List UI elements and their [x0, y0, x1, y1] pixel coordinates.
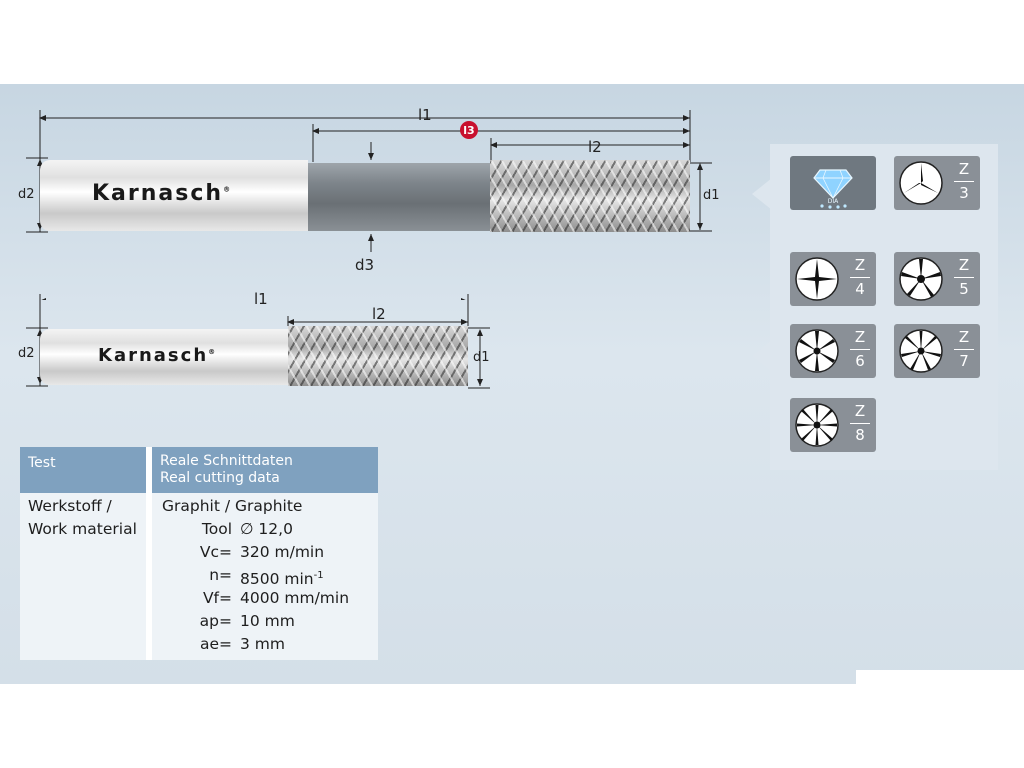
- param-value-tool: ∅ 12,0: [240, 520, 293, 538]
- z-divider: [954, 277, 974, 278]
- flute-tile-z5: Z 5: [894, 252, 980, 306]
- material-value: Graphit / Graphite: [162, 497, 303, 515]
- table-header-cutting-data: Reale Schnittdaten Real cutting data: [152, 447, 378, 493]
- z-label: Z: [854, 328, 866, 346]
- header-english-text: Real cutting data: [160, 470, 280, 486]
- tool2-shank: [40, 329, 290, 385]
- flute-tile-z4: Z 4: [790, 252, 876, 306]
- header-test-text: Test: [28, 455, 56, 471]
- tool1-l2-label: l2: [588, 138, 602, 156]
- icons-pointer-top: [752, 178, 772, 210]
- tool1-brand-mark: ®: [223, 185, 231, 194]
- table-header-test: Test: [20, 447, 146, 493]
- tool2-brand-logo: Karnasch®: [98, 345, 215, 366]
- flute-tile-z3: Z 3: [894, 156, 980, 210]
- tool1-d3-label: d3: [355, 256, 375, 274]
- flute-tile-z7: Z 7: [894, 324, 980, 378]
- tool1-l3-badge: l3: [460, 121, 478, 139]
- param-value-n-exponent: -1: [313, 570, 324, 581]
- tool2-cutter: [288, 326, 468, 386]
- param-value-n: 8500 min-1: [240, 564, 324, 591]
- param-label-vc: Vc=: [199, 543, 232, 561]
- z-count: 3: [959, 184, 969, 202]
- z-count: 7: [959, 352, 969, 370]
- tool1-dimension-lines: [26, 110, 712, 300]
- tool1-brand-text: Karnasch: [92, 181, 224, 206]
- material-label: Werkstoff / Work material: [28, 495, 137, 541]
- tool2-d2-label: d2: [18, 346, 35, 361]
- four-flute-icon: [795, 257, 839, 301]
- dia-text: DIA: [828, 198, 839, 205]
- z-count: 4: [855, 280, 865, 298]
- diamond-coating-tile: DIA: [790, 156, 876, 210]
- corner-notch: [856, 670, 1024, 684]
- material-label-line1: Werkstoff /: [28, 497, 112, 515]
- three-flute-icon: [899, 161, 943, 205]
- param-label-ap: ap=: [199, 612, 232, 630]
- tool1-d1-label: d1: [703, 188, 720, 203]
- tool2-l2-label: l2: [372, 305, 386, 323]
- param-value-n-text: 8500 min: [240, 570, 314, 589]
- tool1-brand-logo: Karnasch®: [92, 181, 230, 206]
- param-value-ap: 10 mm: [240, 612, 295, 630]
- cutting-data-table: Test Reale Schnittdaten Real cutting dat…: [20, 447, 378, 660]
- z-divider: [954, 349, 974, 350]
- param-label-vf: Vf=: [202, 589, 232, 607]
- param-value-vc: 320 m/min: [240, 543, 325, 561]
- z-count: 5: [959, 280, 969, 298]
- z-label: Z: [958, 328, 970, 346]
- z-label: Z: [854, 402, 866, 420]
- eight-flute-icon: [795, 403, 839, 447]
- tool1-d2-label: d2: [18, 187, 35, 202]
- material-label-line2: Work material: [28, 520, 137, 538]
- z-label: Z: [958, 256, 970, 274]
- param-value-ae: 3 mm: [240, 635, 285, 653]
- z-divider: [954, 181, 974, 182]
- tool1-neck: [308, 163, 492, 231]
- param-label-tool: Tool: [201, 520, 232, 538]
- seven-flute-icon: [899, 329, 943, 373]
- icons-pointer-bottom: [752, 340, 772, 372]
- tool1-cutter: [490, 160, 690, 232]
- param-label-ae: ae=: [199, 635, 232, 653]
- z-label: Z: [958, 160, 970, 178]
- z-divider: [850, 349, 870, 350]
- diamond-icon: DIA: [813, 169, 853, 209]
- six-flute-icon: [795, 329, 839, 373]
- column-separator: [146, 447, 152, 660]
- z-count: 6: [855, 352, 865, 370]
- five-flute-icon: [899, 257, 943, 301]
- flute-tile-z6: Z 6: [790, 324, 876, 378]
- flute-icons-panel: DIA Z 3 Z 4: [770, 144, 998, 470]
- z-divider: [850, 277, 870, 278]
- tool2-brand-mark: ®: [208, 348, 216, 356]
- z-count: 8: [855, 426, 865, 444]
- header-german-text: Reale Schnittdaten: [160, 453, 293, 469]
- z-divider: [850, 423, 870, 424]
- tool1-shank: [40, 160, 308, 231]
- tool2-brand-text: Karnasch: [98, 345, 209, 366]
- z-label: Z: [854, 256, 866, 274]
- param-label-n: n=: [209, 566, 232, 584]
- flute-tile-z8: Z 8: [790, 398, 876, 452]
- tool2-d1-label: d1: [473, 350, 490, 365]
- tool1-l1-label: l1: [418, 106, 432, 124]
- tool2-l1-label: l1: [254, 290, 268, 308]
- param-value-vf: 4000 mm/min: [240, 589, 350, 607]
